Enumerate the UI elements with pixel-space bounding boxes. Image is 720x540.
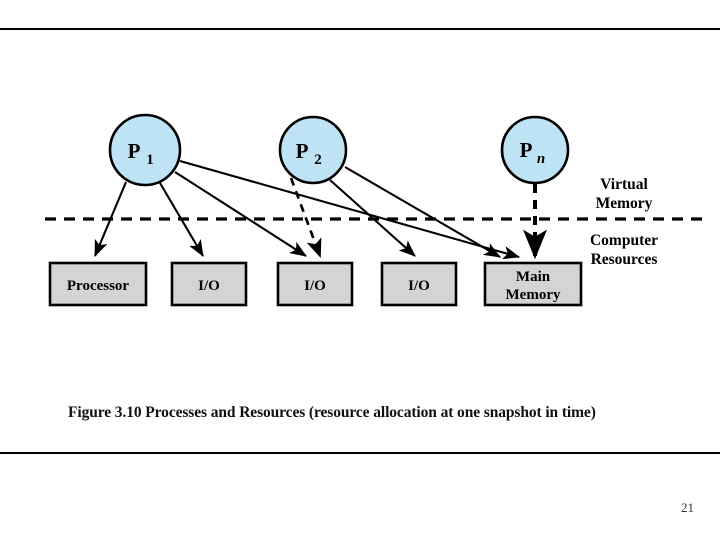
resource-label-io1: I/O: [198, 278, 220, 294]
process-subscript-p1: 1: [146, 152, 154, 168]
zone-label-virtual-memory: Virtual Memory: [596, 176, 653, 212]
process-node-pn[interactable]: P n: [500, 115, 570, 185]
resource-box-main-memory[interactable]: Main Memory: [483, 261, 583, 307]
edge-p2-io2: [289, 177, 322, 258]
resource-label-main-memory-line1: Main: [516, 269, 551, 285]
process-subscript-p2: 2: [314, 152, 322, 168]
process-label-p2: P: [296, 139, 309, 163]
process-circle-p2[interactable]: [278, 115, 348, 185]
resource-box-io3[interactable]: I/O: [380, 261, 458, 307]
resource-box-io1[interactable]: I/O: [170, 261, 248, 307]
resource-rect-processor[interactable]: [48, 261, 148, 307]
process-label-pn: P: [520, 138, 533, 162]
zone-computer-resources-line2: Resources: [591, 251, 658, 268]
resource-rect-io3[interactable]: [380, 261, 458, 307]
bottom-divider-rule: [0, 452, 720, 454]
zone-label-computer-resources: Computer Resources: [590, 232, 658, 268]
resource-label-processor: Processor: [67, 278, 130, 294]
resource-box-io2[interactable]: I/O: [276, 261, 354, 307]
zone-virtual-memory-line1: Virtual: [600, 176, 648, 193]
zone-virtual-memory-line2: Memory: [596, 195, 653, 212]
resource-rect-io2[interactable]: [276, 261, 354, 307]
page-number: 21: [681, 500, 694, 515]
process-node-p2[interactable]: P 2: [278, 115, 348, 185]
figure-caption: Figure 3.10 Processes and Resources (res…: [68, 404, 596, 421]
process-label-p1: P: [128, 139, 141, 163]
process-circle-pn[interactable]: [500, 115, 570, 185]
process-subscript-pn: n: [537, 151, 545, 167]
resource-label-io2: I/O: [304, 278, 326, 294]
process-circle-p1[interactable]: [108, 113, 182, 187]
process-node-p1[interactable]: P 1: [108, 113, 182, 187]
zone-computer-resources-line1: Computer: [590, 232, 658, 249]
resource-rect-io1[interactable]: [170, 261, 248, 307]
edge-p2-main-memory: [344, 166, 501, 258]
resource-box-processor[interactable]: Processor: [48, 261, 148, 307]
resource-label-io3: I/O: [408, 278, 430, 294]
top-divider-rule: [0, 28, 720, 30]
edge-p1-io2: [174, 171, 307, 257]
resource-rect-main-memory[interactable]: [483, 261, 583, 307]
resource-label-main-memory-line2: Memory: [506, 287, 561, 303]
edge-p1-main-memory: [179, 159, 521, 260]
